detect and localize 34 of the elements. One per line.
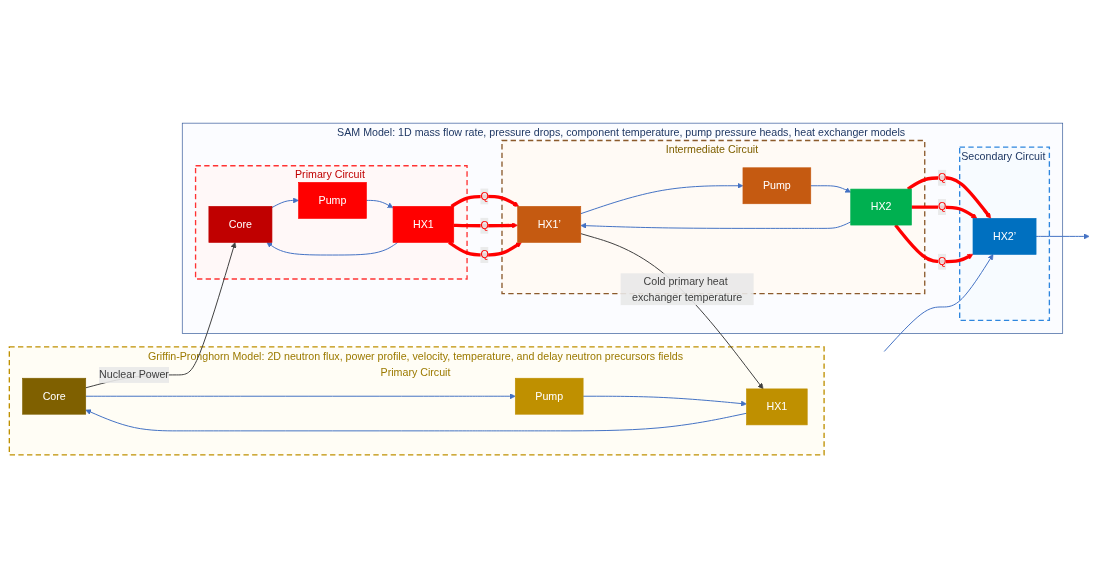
heat-flow-arrow [906,175,992,219]
node-box: HX1 [746,388,808,425]
arrow [580,182,744,214]
node-box: Pump [298,181,367,219]
arrow [580,220,852,229]
arrow [582,395,747,406]
node-box: Pump [742,166,812,204]
heat-flow-arrow [448,240,522,257]
arrow [85,392,516,399]
heat-flow-arrow [894,223,974,263]
edge-label: Q [480,189,489,202]
node-box: Core [208,205,273,243]
edge-label: Q [938,171,947,183]
edge-label: Q [938,200,947,212]
arrow [266,241,399,256]
edge-label: Q [480,248,489,260]
arrow [85,408,747,431]
arrow [1035,232,1090,239]
heat-flow-arrow [450,194,520,208]
node-box: HX1’ [517,205,582,243]
edge-label: Q [480,219,489,231]
node-box: Pump [514,377,584,415]
arrow [271,197,299,208]
arrow [883,253,994,352]
node-box: HX2’ [972,217,1037,255]
edge-label: Nuclear Power [99,368,169,380]
arrow [365,199,394,208]
node-box: Core [22,377,87,415]
node-box: HX1 [392,205,455,243]
node-box: HX2 [850,188,912,225]
edge-label: Q [938,255,947,267]
heat-flow-arrow [453,222,518,228]
heat-flow-arrow [911,204,978,219]
arrow [810,184,851,193]
